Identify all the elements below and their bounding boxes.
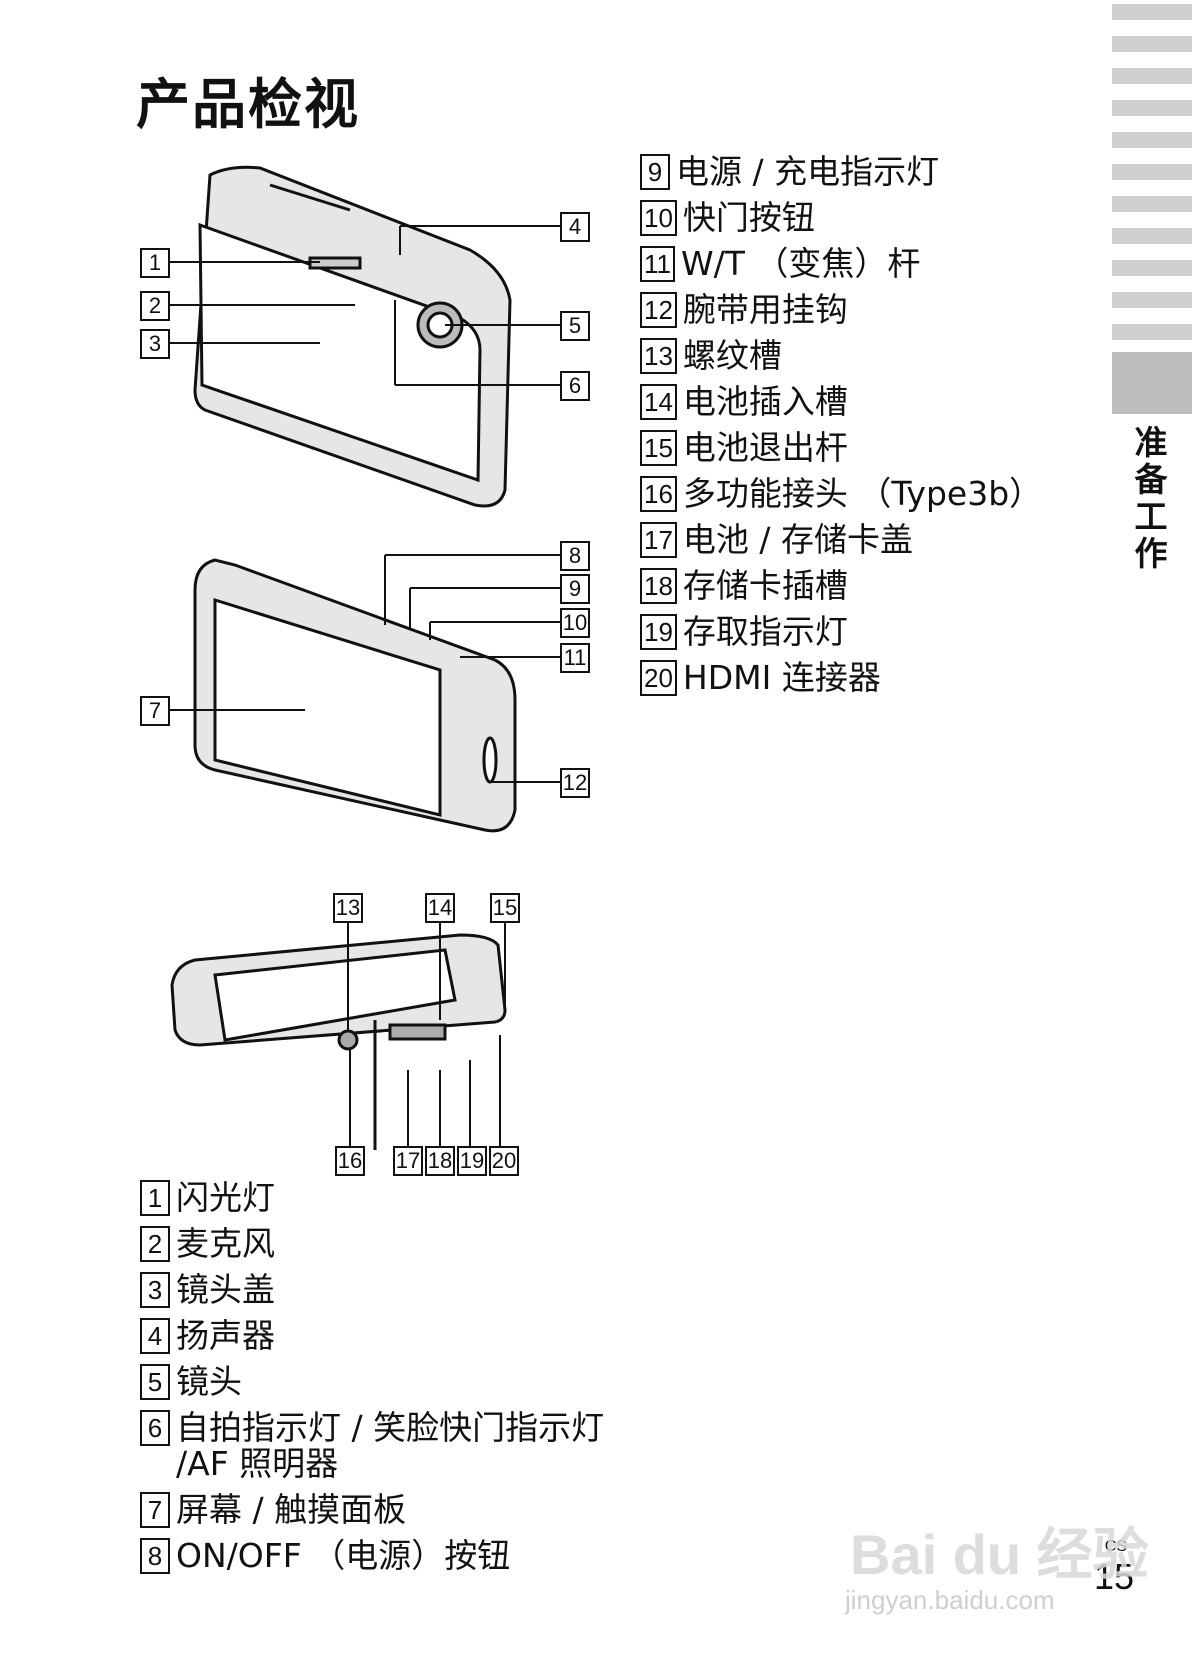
legend-number: 4 xyxy=(140,1318,170,1354)
section-label: 准备工作 xyxy=(1129,425,1168,573)
legend-label: 电池退出杆 xyxy=(682,428,848,467)
callout-18: 18 xyxy=(425,1146,455,1176)
active-section-tab xyxy=(1112,352,1192,414)
legend-label: 镜头盖 xyxy=(176,1270,275,1309)
legend-number: 16 xyxy=(640,476,677,512)
callout-2: 2 xyxy=(140,291,170,321)
legend-label: HDMI 连接器 xyxy=(682,658,881,697)
legend-label: 屏幕 / 触摸面板 xyxy=(176,1490,407,1529)
callout-1: 1 xyxy=(140,248,170,278)
page-number: 15 xyxy=(1093,1556,1134,1597)
callout-12: 12 xyxy=(560,768,590,798)
callout-17: 17 xyxy=(393,1146,423,1176)
legend-number: 8 xyxy=(140,1538,170,1574)
callout-20: 20 xyxy=(489,1146,519,1176)
legend-label: 电池 / 存储卡盖 xyxy=(682,520,914,559)
legend-label: 存储卡插槽 xyxy=(682,566,848,605)
legend-number: 14 xyxy=(640,384,677,420)
callout-leaders xyxy=(158,225,560,1146)
page-title: 产品检视 xyxy=(136,73,360,136)
legend-label: 闪光灯 xyxy=(176,1178,275,1217)
legend-label: ON/OFF （电源）按钮 xyxy=(176,1536,511,1575)
legend-number: 12 xyxy=(640,292,677,328)
watermark-logo: Bai du 经验 xyxy=(850,1523,1149,1586)
legend-label: 镜头 xyxy=(176,1362,242,1401)
watermark-url: jingyan.baidu.com xyxy=(845,1585,1055,1615)
callout-15: 15 xyxy=(490,893,520,923)
legend-label: 电源 / 充电指示灯 xyxy=(676,152,940,191)
legend-number: 11 xyxy=(640,246,675,282)
legend-number: 10 xyxy=(640,200,677,236)
legend-number: 13 xyxy=(640,338,677,374)
legend-label: W/T （变焦）杆 xyxy=(681,244,921,283)
callout-19: 19 xyxy=(457,1146,487,1176)
camera-bottom-illustration xyxy=(170,933,507,1150)
camera-back-illustration xyxy=(193,558,517,833)
legend-label: 麦克风 xyxy=(176,1224,275,1263)
callout-16: 16 xyxy=(335,1146,365,1176)
legend-label: 快门按钮 xyxy=(682,198,815,237)
legend-number: 6 xyxy=(140,1410,170,1446)
callout-6: 6 xyxy=(560,371,590,401)
region-code: CS xyxy=(1104,1538,1127,1555)
callout-13: 13 xyxy=(333,893,363,923)
callout-4: 4 xyxy=(560,212,590,242)
legend-number: 1 xyxy=(140,1180,170,1216)
legend-number: 3 xyxy=(140,1272,170,1308)
legend-label: 螺纹槽 xyxy=(682,336,782,375)
legend-number: 15 xyxy=(640,430,677,466)
legend-label: 自拍指示灯 / 笑脸快门指示灯 /AF 照明器 xyxy=(176,1408,605,1483)
callout-14: 14 xyxy=(425,893,455,923)
callout-9: 9 xyxy=(560,574,590,604)
legend-number: 20 xyxy=(640,660,677,696)
legend-label: 多功能接头 （Type3b） xyxy=(682,474,1043,513)
legend-number: 7 xyxy=(140,1492,170,1528)
legend-number: 19 xyxy=(640,614,677,650)
legend-number: 17 xyxy=(640,522,677,558)
callout-11: 11 xyxy=(560,643,590,673)
callout-10: 10 xyxy=(560,608,590,638)
legend-label: 腕带用挂钩 xyxy=(682,290,848,329)
legend-label: 电池插入槽 xyxy=(682,382,848,421)
camera-front-illustration xyxy=(193,165,512,508)
legend-number: 2 xyxy=(140,1226,170,1262)
legend-label: 存取指示灯 xyxy=(682,612,848,651)
legend-label: 扬声器 xyxy=(176,1316,275,1355)
callout-8: 8 xyxy=(560,541,590,571)
callout-5: 5 xyxy=(560,311,590,341)
callout-3: 3 xyxy=(140,329,170,359)
callout-7: 7 xyxy=(140,696,170,726)
legend-number: 9 xyxy=(640,154,670,190)
legend-number: 18 xyxy=(640,568,677,604)
legend-number: 5 xyxy=(140,1364,170,1400)
